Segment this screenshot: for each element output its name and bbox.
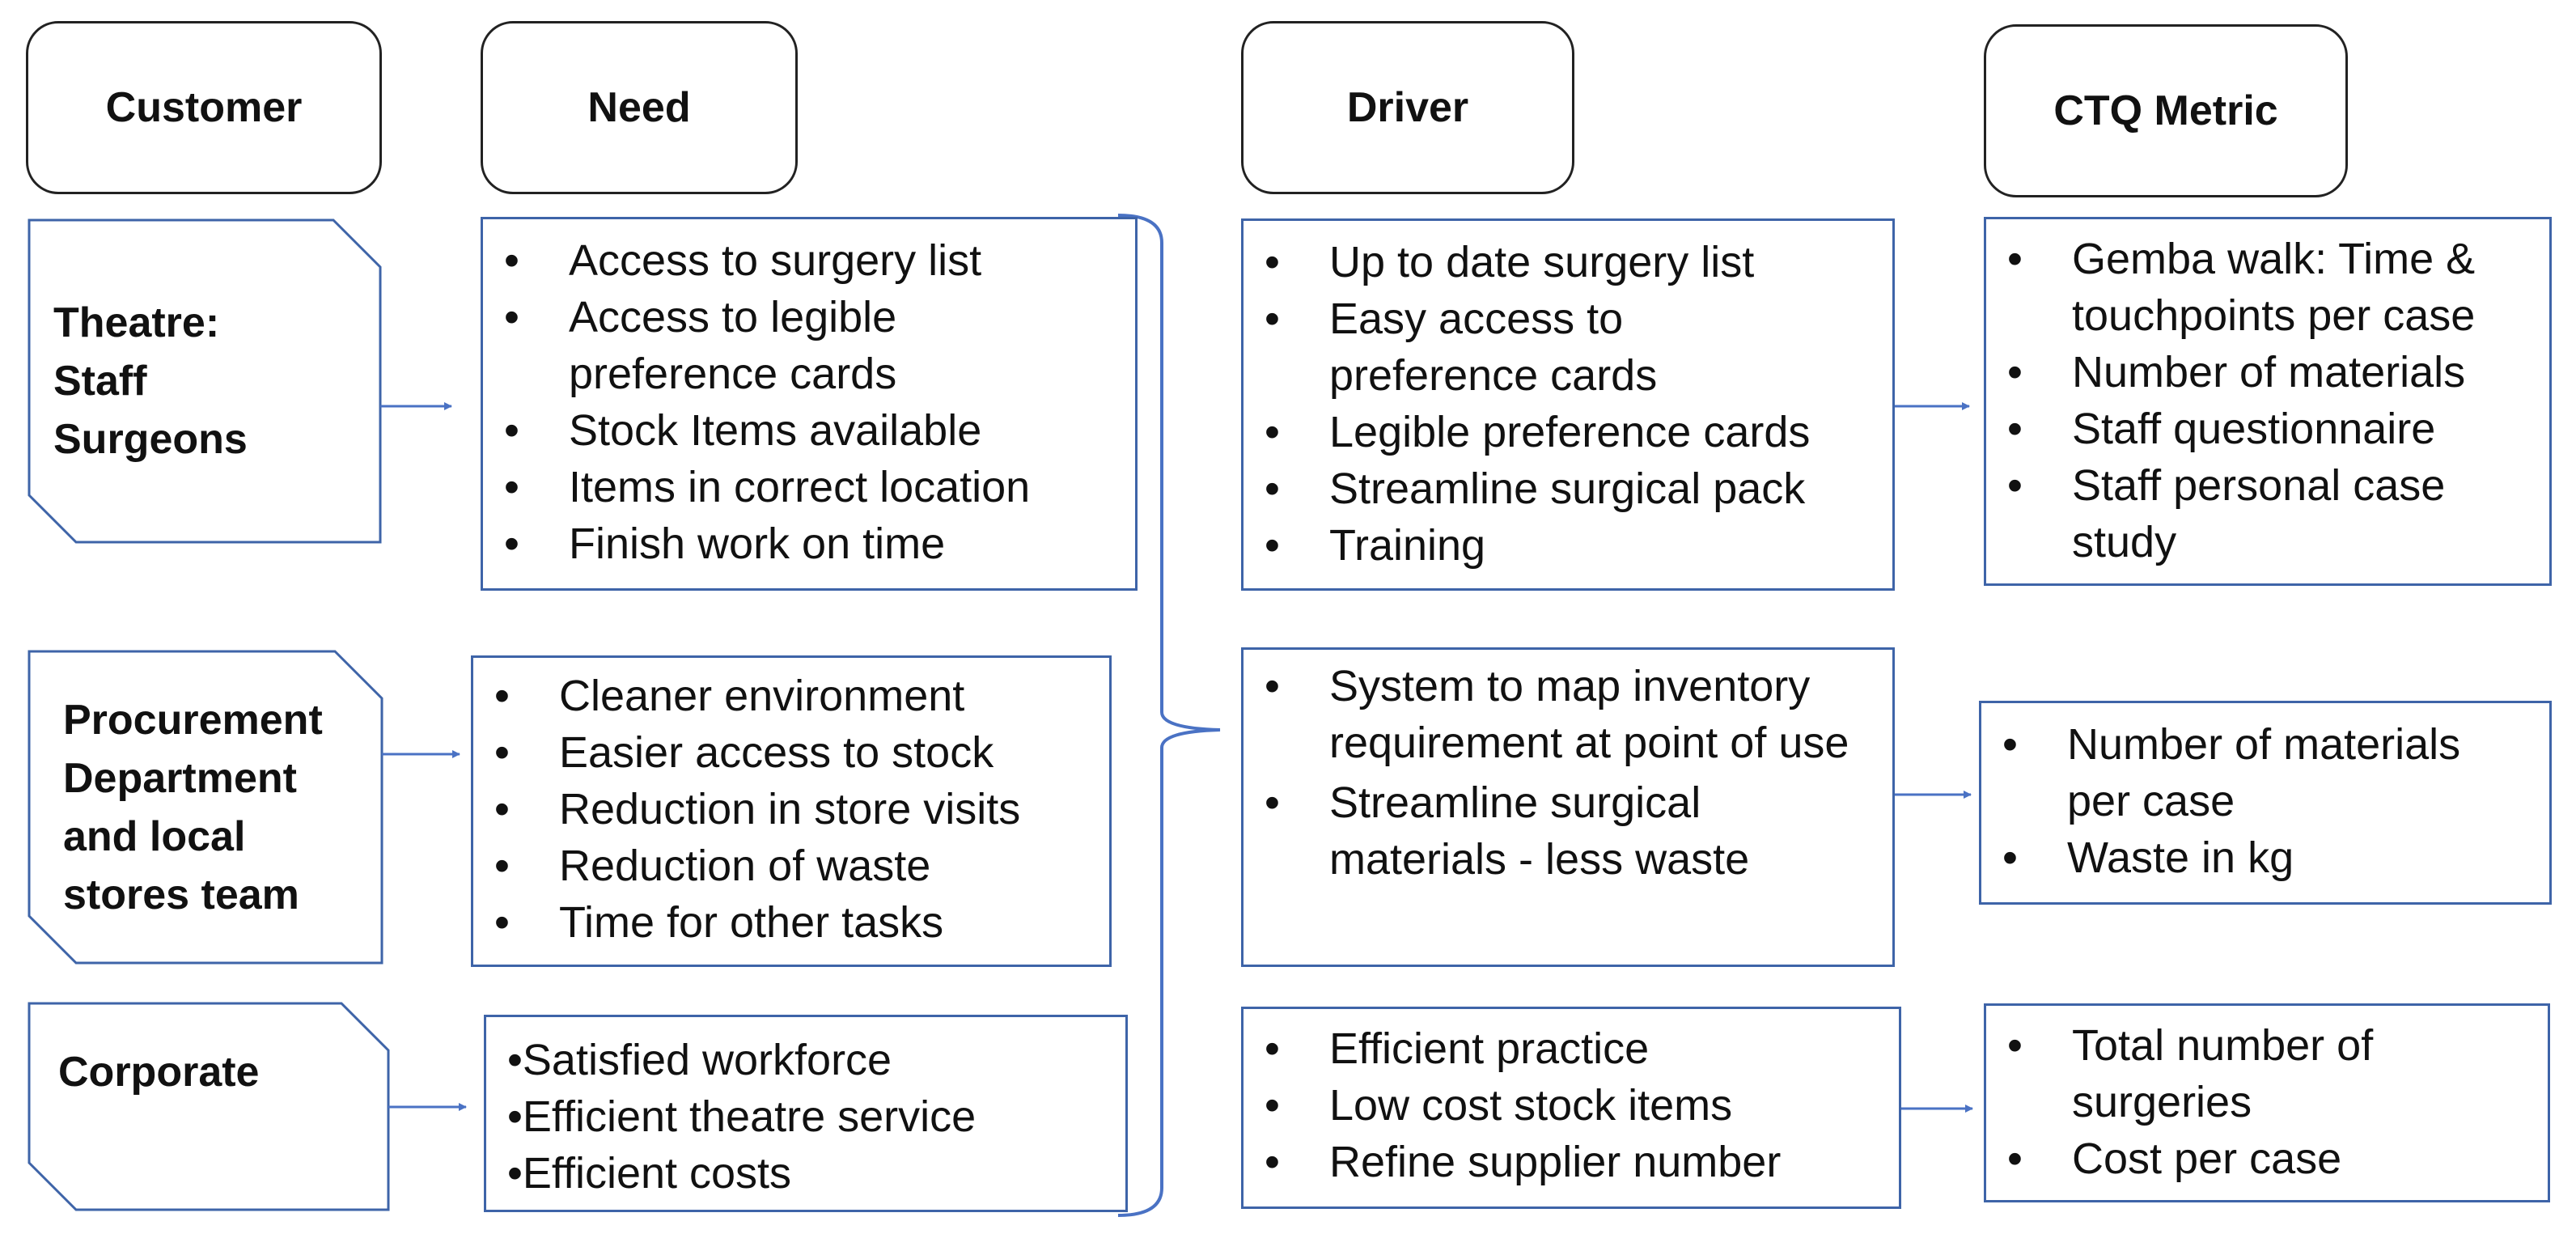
need-item: Access to surgery list	[483, 232, 1135, 289]
driver-item: Streamline surgical materials - less was…	[1244, 774, 1892, 888]
ctq-item: Total number of surgeries	[1986, 1017, 2548, 1130]
customer-corporate: Corporate	[29, 1003, 388, 1141]
need-box-procurement: Cleaner environment Easier access to sto…	[471, 655, 1112, 967]
driver-box-procurement: System to map inventory requirement at p…	[1241, 647, 1895, 967]
header-need-label: Need	[587, 84, 691, 131]
ctq-item: Number of materials per case	[1981, 716, 2549, 829]
ctq-item: Number of materials	[1986, 344, 2549, 401]
driver-item: Easy access to preference cards	[1244, 290, 1892, 404]
needs-bracket	[1117, 214, 1221, 1217]
header-ctq: CTQ Metric	[1984, 24, 2348, 197]
header-customer-label: Customer	[105, 84, 303, 131]
driver-list-procurement: System to map inventory requirement at p…	[1244, 658, 1892, 888]
need-item: Items in correct location	[483, 459, 1135, 515]
ctq-box-procurement: Number of materials per case Waste in kg	[1979, 701, 2552, 905]
driver-item: System to map inventory requirement at p…	[1244, 658, 1892, 771]
need-box-theatre: Access to surgery list Access to legible…	[481, 217, 1138, 591]
need-list-corporate: •Satisfied workforce •Efficient theatre …	[486, 1032, 1125, 1202]
customer-shape-procurement	[28, 650, 383, 965]
ctq-item: Waste in kg	[1981, 829, 2549, 886]
customer-procurement: Procurement Department and local stores …	[29, 651, 382, 963]
ctq-item: Cost per case	[1986, 1130, 2548, 1187]
driver-item: Legible preference cards	[1244, 404, 1892, 460]
need-item: Stock Items available	[483, 402, 1135, 459]
need-item: Reduction of waste	[473, 838, 1109, 894]
customer-shape-corporate	[28, 1002, 390, 1211]
header-ctq-label: CTQ Metric	[2053, 87, 2278, 134]
driver-item: Streamline surgical pack	[1244, 460, 1892, 517]
header-customer: Customer	[26, 21, 382, 194]
need-list-theatre: Access to surgery list Access to legible…	[483, 232, 1135, 572]
need-item: •Efficient theatre service	[507, 1092, 977, 1141]
ctq-list-corporate: Total number of surgeries Cost per case	[1986, 1017, 2548, 1187]
driver-box-corporate: Efficient practice Low cost stock items …	[1241, 1007, 1901, 1209]
driver-item: Up to date surgery list	[1244, 234, 1892, 290]
need-item: •Efficient costs	[507, 1149, 792, 1198]
driver-list-corporate: Efficient practice Low cost stock items …	[1244, 1020, 1899, 1190]
header-driver-label: Driver	[1346, 84, 1469, 131]
customer-theatre-label: Theatre: Staff Surgeons	[53, 299, 248, 463]
driver-item: Refine supplier number	[1244, 1134, 1899, 1190]
header-need: Need	[481, 21, 798, 194]
ctq-item: Gemba walk: Time & touchpoints per case	[1986, 231, 2549, 344]
ctq-list-theatre: Gemba walk: Time & touchpoints per case …	[1986, 231, 2549, 570]
driver-item: Low cost stock items	[1244, 1077, 1899, 1134]
customer-theatre: Theatre: Staff Surgeons	[29, 220, 380, 542]
customer-corporate-label: Corporate	[58, 1049, 260, 1096]
need-item: Finish work on time	[483, 515, 1135, 572]
need-item: Reduction in store visits	[473, 781, 1109, 838]
driver-item: Efficient practice	[1244, 1020, 1899, 1077]
need-item: Access to legible preference cards	[483, 289, 1135, 402]
driver-item: Training	[1244, 517, 1892, 574]
need-list-procurement: Cleaner environment Easier access to sto…	[473, 668, 1109, 951]
customer-procurement-label: Procurement Department and local stores …	[63, 696, 323, 918]
ctq-item: Staff personal case study	[1986, 457, 2549, 570]
ctq-list-procurement: Number of materials per case Waste in kg	[1981, 716, 2549, 886]
need-item: Cleaner environment	[473, 668, 1109, 724]
need-item: Easier access to stock	[473, 724, 1109, 781]
need-item: Time for other tasks	[473, 894, 1109, 951]
driver-box-theatre: Up to date surgery list Easy access to p…	[1241, 218, 1895, 591]
header-driver: Driver	[1241, 21, 1574, 194]
customer-shape-theatre	[28, 218, 382, 544]
ctq-item: Staff questionnaire	[1986, 401, 2549, 457]
need-item: •Satisfied workforce	[507, 1036, 892, 1084]
driver-list-theatre: Up to date surgery list Easy access to p…	[1244, 234, 1892, 574]
need-box-corporate: •Satisfied workforce •Efficient theatre …	[484, 1015, 1128, 1212]
ctq-box-corporate: Total number of surgeries Cost per case	[1984, 1003, 2550, 1202]
ctq-box-theatre: Gemba walk: Time & touchpoints per case …	[1984, 217, 2552, 586]
